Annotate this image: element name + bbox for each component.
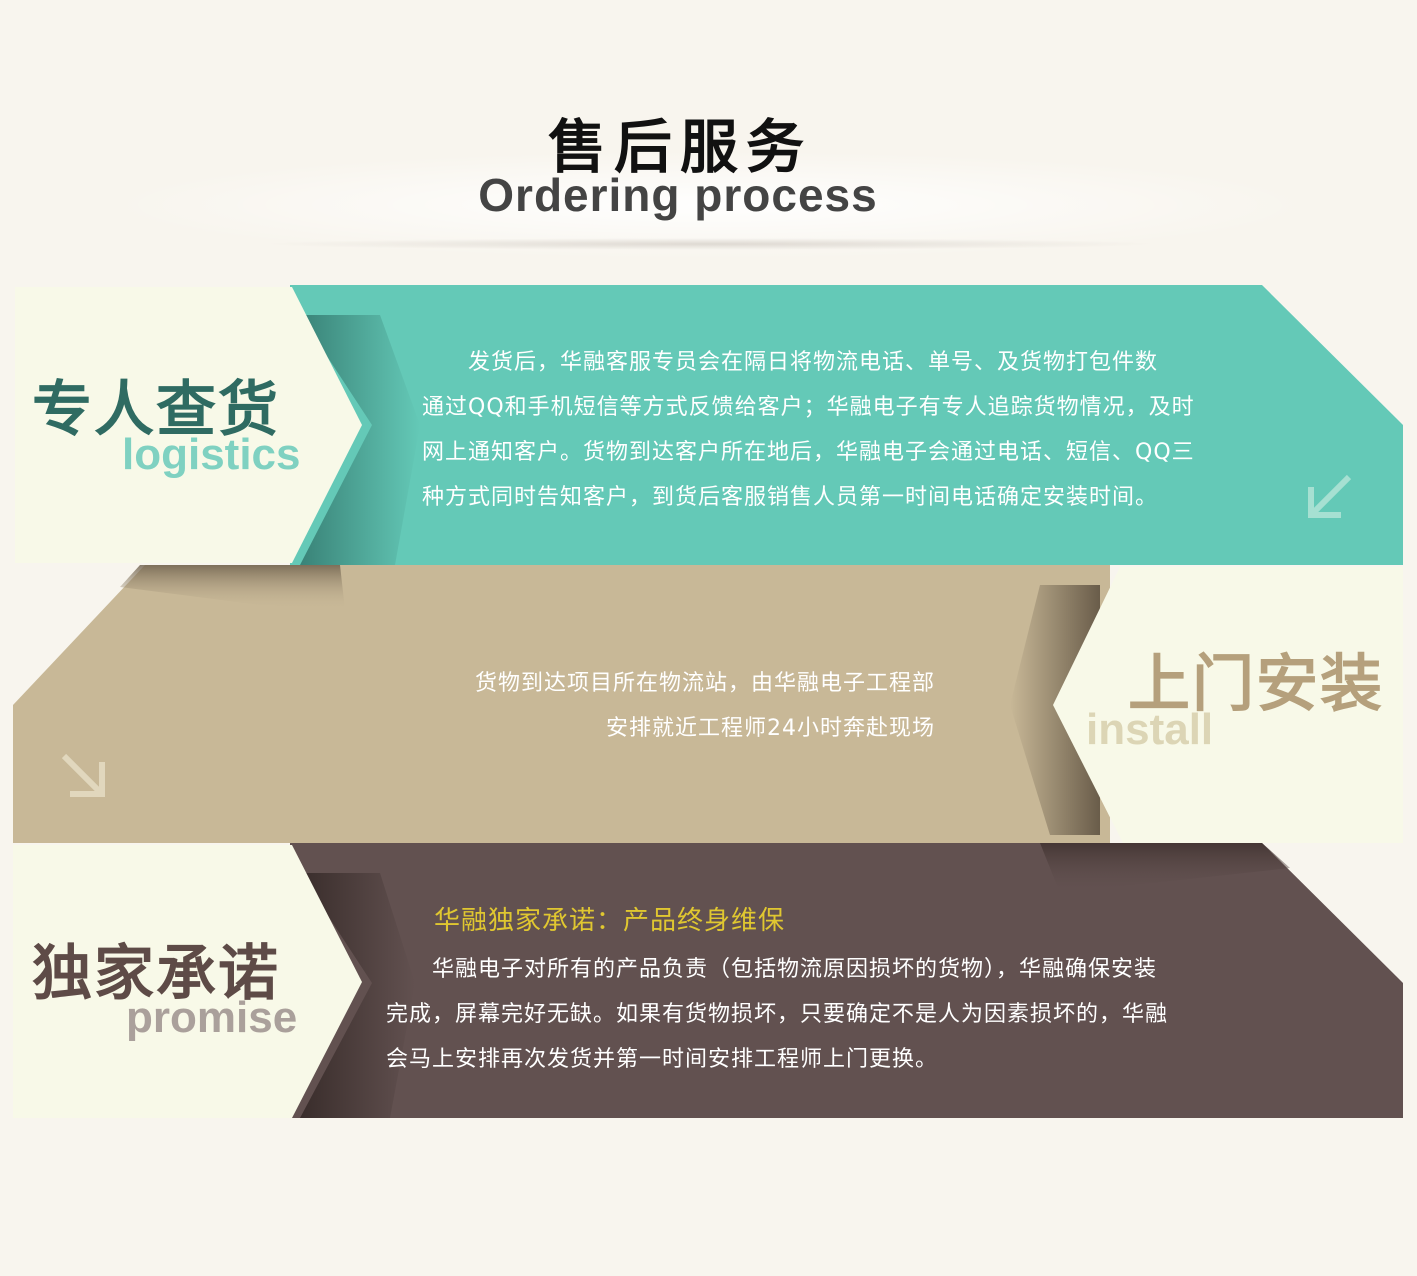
page-subtitle: Ordering process <box>478 169 878 221</box>
logistics-title-cn: 专人查货 <box>32 375 280 445</box>
install-description: 货物到达项目所在物流站，由华融电子工程部 安排就近工程师24小时奔赴现场 <box>400 661 935 751</box>
logistics-band-shape <box>15 285 1403 565</box>
logistics-line: 通过QQ和手机短信等方式反馈给客户；华融电子有专人追踪货物情况，及时 <box>422 395 1195 420</box>
page-title: 售后服务 <box>547 113 812 181</box>
promise-description: 华融电子对所有的产品负责（包括物流原因损坏的货物），华融确保安装 完成，屏幕完好… <box>386 947 1168 1082</box>
install-band-shape <box>13 565 1403 843</box>
header-glow <box>100 150 1320 260</box>
promise-title-cn: 独家承诺 <box>32 939 280 1009</box>
logistics-title-en: logistics <box>122 430 301 479</box>
logistics-line: 发货后，华融客服专员会在隔日将物流电话、单号、及货物打包件数 <box>422 350 1159 375</box>
section-logistics: 专人查货 logistics 发货后，华融客服专员会在隔日将物流电话、单号、及货… <box>0 285 1417 570</box>
promise-line: 华融电子对所有的产品负责（包括物流原因损坏的货物），华融确保安装 <box>386 957 1158 982</box>
install-line: 货物到达项目所在物流站，由华融电子工程部 <box>474 671 935 696</box>
promise-line: 完成，屏幕完好无缺。如果有货物损坏，只要确定不是人为因素损坏的，华融 <box>386 1002 1169 1027</box>
promise-title-en: promise <box>126 993 298 1042</box>
header-shadow <box>260 238 1160 250</box>
promise-highlight: 华融独家承诺：产品终身维保 <box>434 906 786 936</box>
arrow-down-right-icon <box>61 753 105 797</box>
promise-line: 会马上安排再次发货并第一时间安排工程师上门更换。 <box>386 1047 939 1072</box>
arrow-down-left-icon <box>1308 474 1352 518</box>
section-promise: 独家承诺 promise 华融独家承诺：产品终身维保 华融电子对所有的产品负责（… <box>0 843 1417 1123</box>
install-title-en: install <box>1086 705 1214 754</box>
section-install: 货物到达项目所在物流站，由华融电子工程部 安排就近工程师24小时奔赴现场 上门安… <box>0 565 1417 845</box>
install-line: 安排就近工程师24小时奔赴现场 <box>606 716 935 741</box>
install-title-cn: 上门安装 <box>1128 647 1385 720</box>
logistics-line: 种方式同时告知客户，到货后客服销售人员第一时间电话确定安装时间。 <box>422 485 1159 510</box>
logistics-line: 网上通知客户。货物到达客户所在地后，华融电子会通过电话、短信、QQ三 <box>422 440 1195 465</box>
logistics-description: 发货后，华融客服专员会在隔日将物流电话、单号、及货物打包件数 通过QQ和手机短信… <box>422 340 1195 520</box>
promise-band-shape <box>13 843 1403 1118</box>
